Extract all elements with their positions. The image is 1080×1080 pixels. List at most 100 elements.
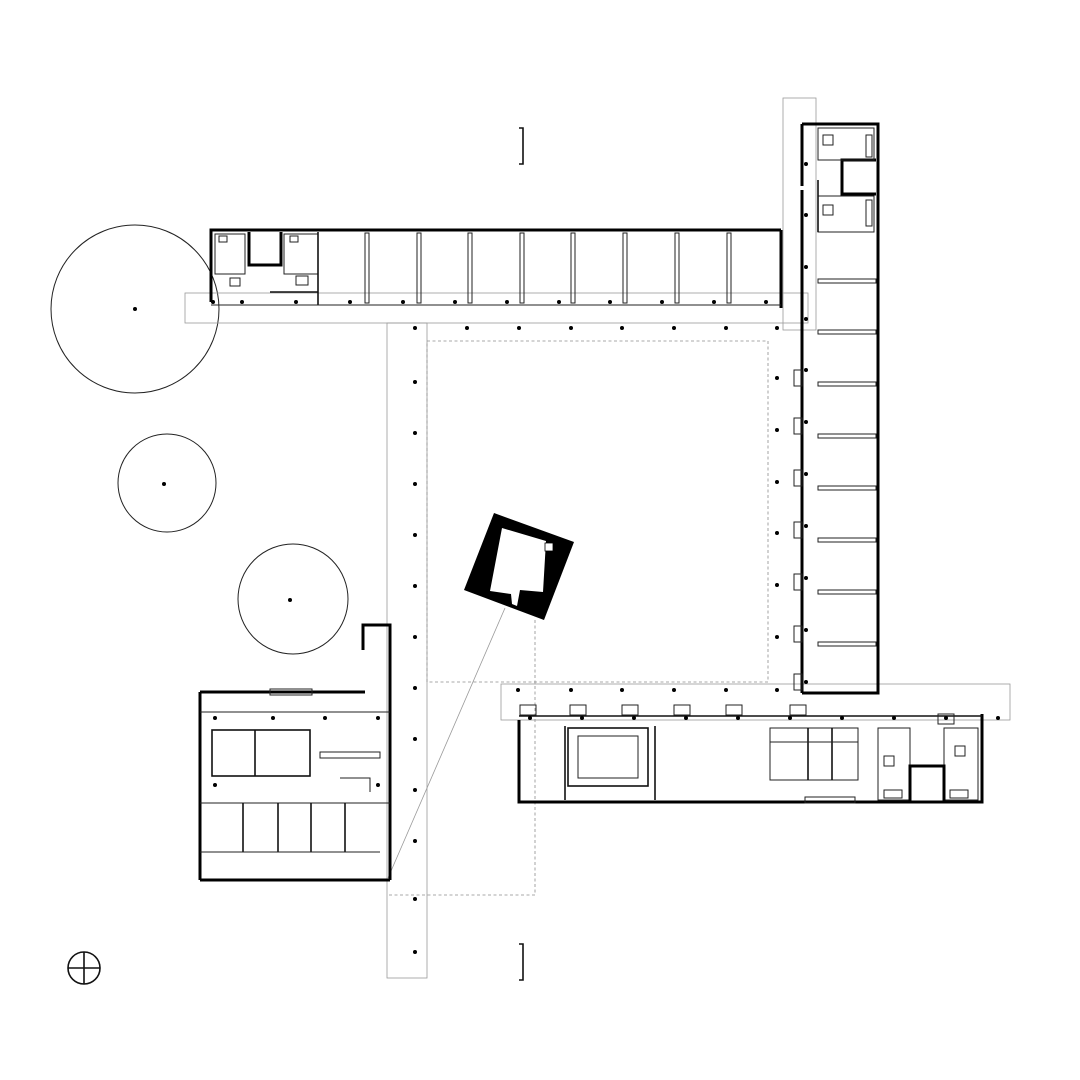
south-east-bath-right bbox=[943, 727, 979, 801]
column-dot-icon bbox=[996, 716, 1000, 720]
south-west-wing bbox=[198, 623, 392, 882]
tree-trunk-dot bbox=[133, 307, 137, 311]
bath-fixture bbox=[954, 745, 966, 757]
column-dot-icon bbox=[620, 326, 624, 330]
east-room-dividers bbox=[817, 278, 877, 647]
column-dot-icon bbox=[413, 839, 417, 843]
column-dot-icon bbox=[788, 716, 792, 720]
columns bbox=[211, 162, 1000, 954]
south-east-hall-inner bbox=[577, 735, 639, 779]
column-dot-icon bbox=[376, 783, 380, 787]
column-dot-icon bbox=[517, 326, 521, 330]
column-dot-icon bbox=[413, 380, 417, 384]
west-walkway-outline bbox=[386, 322, 428, 979]
courtyard-inner-edge bbox=[426, 340, 769, 683]
column-dot-icon bbox=[775, 635, 779, 639]
column-dot-icon bbox=[413, 897, 417, 901]
column-dot-icon bbox=[804, 524, 808, 528]
pavilion-notch bbox=[544, 542, 554, 552]
central-pavilion bbox=[464, 513, 574, 620]
column-dot-icon bbox=[804, 162, 808, 166]
south-east-bath-core bbox=[908, 764, 946, 802]
column-dot-icon bbox=[804, 368, 808, 372]
tree-trunk-dot bbox=[162, 482, 166, 486]
column-dot-icon bbox=[413, 737, 417, 741]
column-dot-icon bbox=[323, 716, 327, 720]
pavilion-room bbox=[490, 528, 546, 606]
north-canopy-outline bbox=[184, 292, 809, 324]
east-bath-top bbox=[817, 127, 875, 161]
column-dot-icon bbox=[804, 420, 808, 424]
south-west-counter bbox=[319, 751, 381, 759]
section-cut-icon bbox=[519, 943, 524, 981]
column-dot-icon bbox=[804, 213, 808, 217]
north-wing-outer-wall bbox=[209, 228, 781, 302]
column-dot-icon bbox=[944, 716, 948, 720]
column-dot-icon bbox=[804, 576, 808, 580]
section-marker-bottom bbox=[519, 943, 524, 981]
east-canopy-outline bbox=[782, 97, 817, 331]
bath-fixture bbox=[295, 275, 309, 286]
column-dot-icon bbox=[348, 300, 352, 304]
north-marker bbox=[67, 951, 101, 985]
roof-outlines bbox=[184, 97, 1011, 979]
column-dot-icon bbox=[413, 686, 417, 690]
north-wing bbox=[209, 228, 783, 308]
east-wing-outer-wall bbox=[802, 122, 880, 695]
column-dot-icon bbox=[505, 300, 509, 304]
bath-fixture bbox=[218, 235, 228, 243]
south-west-return-wall bbox=[361, 623, 392, 692]
bath-fixture bbox=[289, 235, 299, 243]
south-canopy-outline bbox=[500, 683, 1011, 721]
column-dot-icon bbox=[211, 300, 215, 304]
column-dot-icon bbox=[401, 300, 405, 304]
north-bay-dividers bbox=[364, 232, 732, 304]
bath-fixture bbox=[865, 134, 873, 158]
column-dot-icon bbox=[775, 480, 779, 484]
tree-canopy-icon bbox=[117, 433, 217, 533]
south-west-cell-dividers bbox=[242, 803, 346, 852]
east-wing bbox=[793, 122, 880, 695]
column-dot-icon bbox=[840, 716, 844, 720]
column-dot-icon bbox=[240, 300, 244, 304]
section-marker-top bbox=[519, 127, 524, 165]
column-dot-icon bbox=[413, 584, 417, 588]
south-east-rooms bbox=[769, 727, 859, 781]
south-east-pilasters bbox=[519, 704, 955, 725]
trees bbox=[50, 224, 349, 655]
column-dot-icon bbox=[557, 300, 561, 304]
tree-canopy-icon bbox=[237, 543, 349, 655]
column-dot-icon bbox=[271, 716, 275, 720]
column-dot-icon bbox=[764, 300, 768, 304]
column-dot-icon bbox=[413, 635, 417, 639]
column-dot-icon bbox=[775, 583, 779, 587]
bath-fixture bbox=[229, 277, 241, 287]
column-dot-icon bbox=[569, 326, 573, 330]
column-dot-icon bbox=[724, 326, 728, 330]
column-dot-icon bbox=[413, 533, 417, 537]
pavilion-path-edge bbox=[387, 620, 536, 896]
column-dot-icon bbox=[804, 472, 808, 476]
north-bath-right bbox=[283, 233, 319, 275]
north-bath-left bbox=[214, 233, 246, 275]
bath-fixture bbox=[822, 204, 834, 216]
column-dot-icon bbox=[213, 716, 217, 720]
column-dot-icon bbox=[528, 716, 532, 720]
bath-fixture bbox=[822, 134, 834, 146]
south-west-counter-return bbox=[340, 777, 371, 792]
column-dot-icon bbox=[775, 376, 779, 380]
south-east-bath-left bbox=[877, 727, 911, 801]
column-dot-icon bbox=[684, 716, 688, 720]
column-dot-icon bbox=[413, 482, 417, 486]
south-west-room-block bbox=[211, 729, 311, 777]
north-bath-core bbox=[247, 232, 283, 267]
column-dot-icon bbox=[413, 950, 417, 954]
column-dot-icon bbox=[804, 628, 808, 632]
column-dot-icon bbox=[516, 688, 520, 692]
column-dot-icon bbox=[465, 326, 469, 330]
column-dot-icon bbox=[804, 265, 808, 269]
column-dot-icon bbox=[580, 716, 584, 720]
column-dot-icon bbox=[775, 531, 779, 535]
